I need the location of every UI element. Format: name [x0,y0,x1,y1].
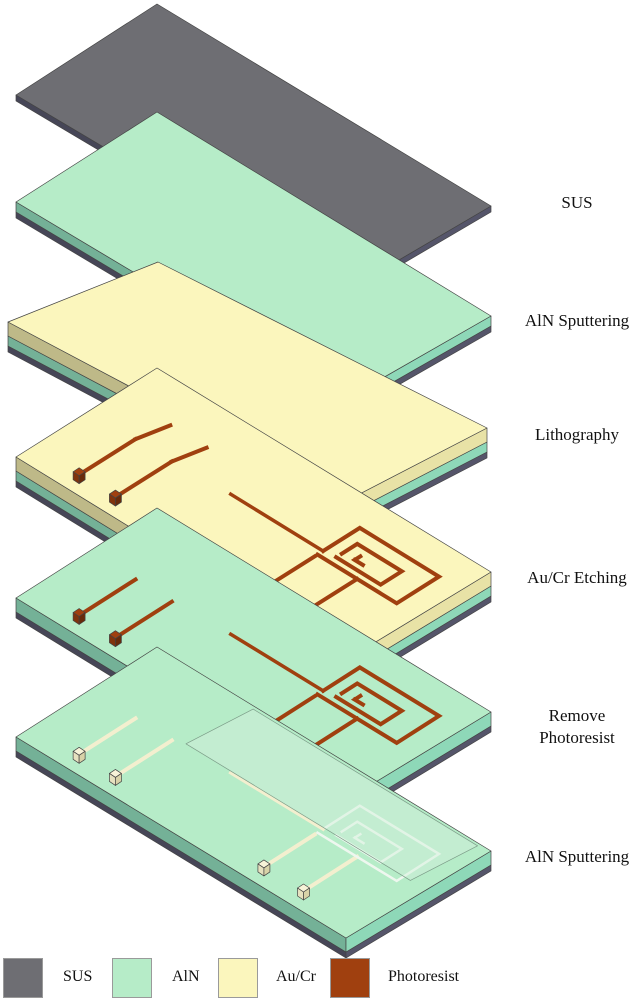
pad-right-side2-5-0 [263,863,271,877]
step-label-aln-sputtering-2: AlN Sputtering [524,847,630,866]
coil-ring-3-2 [350,553,366,568]
step-label-aucr-etching: Au/Cr Etching [527,568,627,587]
legend-swatch-sus [3,958,43,998]
coil-ring-3-1 [333,541,406,588]
legend-swatch-aucr [218,958,258,998]
trace-bridge-4 [228,631,326,694]
step-label-sus: SUS [561,193,593,212]
pad-right-side2-5-1 [303,887,310,901]
coil-ring-4-2 [350,693,366,708]
legend-label-photoresist: Photoresist [388,968,460,985]
trace-left-4-1 [112,598,175,641]
legend-swatch-photoresist [330,958,370,998]
pad-left-side2-4-1 [115,634,122,648]
step-label-aln-sputtering-1: AlN Sputtering [524,311,630,330]
pad-left-side2-5-0 [78,750,86,764]
trace-left-3-1 [112,458,175,500]
coil-ring-3-0 [314,525,443,606]
coil-ring-5-0 [315,804,442,883]
trace-left-4-0 [76,576,139,619]
trace-left-up-3-0 [132,422,173,442]
coil-ring-4-0 [314,665,443,746]
legend-label-aln: AlN [172,968,200,985]
step-label-remove-photoresist: Remove Photoresist [539,706,615,747]
trace-right-5-0 [261,831,318,870]
legend-label-sus: SUS [63,968,93,985]
step-label-lithography: Lithography [534,425,620,444]
pad-left-side2-5-1 [115,773,122,786]
pad-left-side2-3-0 [78,471,86,485]
trace-bridge-3 [228,491,326,554]
aln-cover-5 [185,708,478,881]
trace-left-5-1 [112,737,175,780]
pad-left-side2-4-0 [78,612,86,625]
trace-left-3-0 [76,436,139,478]
trace-bridge-5 [228,770,326,832]
legend-label-aucr: Au/Cr [276,968,316,985]
trace-left-up-3-1 [169,445,210,465]
legend-swatch-aln [112,958,152,998]
coil-ring-5-2 [352,832,366,845]
trace-left-5-0 [76,715,139,758]
coil-ring-4-1 [333,681,406,727]
pad-left-side2-3-1 [115,493,122,507]
trace-right-5-1 [300,854,360,894]
